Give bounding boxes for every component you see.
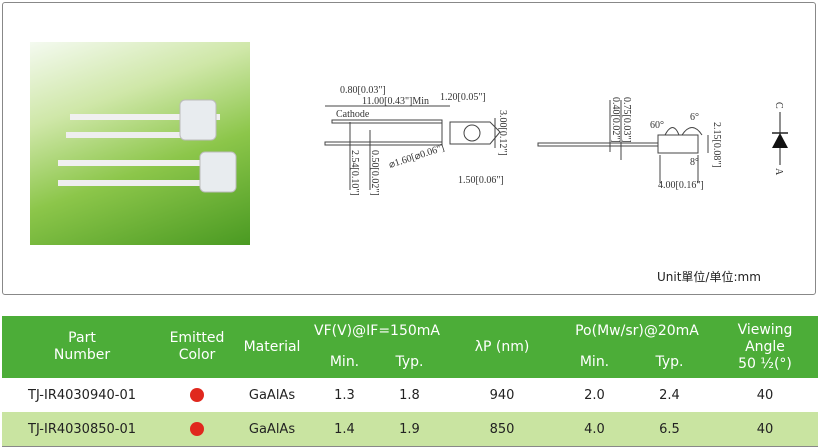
cathode-symbol-label: C [773,102,784,109]
dim-label: 0.50[0.02"] [369,150,380,196]
peak-wavelength: 940 [489,387,515,403]
vf-min: 1.4 [312,412,377,447]
po-min: 2.0 [584,387,605,403]
vf-typ: 1.9 [377,412,442,447]
material: GaAlAs [232,412,312,447]
emitted-color [162,378,232,412]
table-row: TJ-IR4030850-01 GaAlAs 1.4 1.9 850 4.0 6… [2,412,818,447]
dim-label: 3.00[0.12"] [497,110,508,156]
po-typ: 6.5 [627,412,712,447]
dim-label: 11.00[0.43"]Min [362,96,429,107]
viewing-angle: 40 [712,412,818,447]
color-dot-icon [190,422,204,436]
cathode-label: Cathode [336,109,370,120]
dim-label: 0.40[0.02"] [610,97,621,143]
header-po-min: Min. [562,346,627,378]
diode-symbol-icon: C A [772,102,788,176]
po-typ: 2.4 [659,387,680,403]
anode-symbol-label: A [773,168,784,176]
spec-drawing-panel [2,2,816,295]
vf-min: 1.3 [334,387,355,403]
dim-label: 60° [650,120,664,131]
dim-label: 2.15[0.08"] [711,122,722,168]
table-row: TJ-IR4030940-01 GaAlAs 1.3 1.8 940 2.0 2… [2,378,818,412]
viewing-angle: 40 [756,387,774,403]
po-min: 4.0 [562,412,627,447]
header-peak-wavelength: λP (nm) [442,316,562,378]
dim-label: ⌀1.60[⌀0.06"] [388,143,446,171]
peak-wavelength: 850 [442,412,562,447]
part-number: TJ-IR4030940-01 [28,387,136,403]
color-dot-icon [190,388,204,402]
emitted-color [162,412,232,447]
dim-label: 0.75[0.03"] [621,97,632,143]
dim-label: 8° [690,157,699,168]
led-photo-illustration [58,99,237,193]
header-po-typ: Typ. [627,346,712,378]
dim-label: 0.80[0.03"] [340,85,386,96]
top-view-drawing: 0.80[0.03"] 11.00[0.43"]Min 1.20[0.05"] … [324,85,508,196]
part-number: TJ-IR4030850-01 [2,412,162,447]
dim-label: 6° [690,112,699,123]
header-vf: VF(V)@IF=150mA [312,316,442,346]
vf-typ: 1.8 [399,387,420,403]
header-vf-min: Min. [312,346,377,378]
header-po: Po(Mw/sr)@20mA [562,316,712,346]
material: GaAlAs [248,387,296,403]
dim-label: 2.54[0.10"] [349,150,360,196]
product-photo [30,42,250,245]
dim-label: 1.20[0.05"] [440,92,486,103]
dim-label: 1.50[0.06"] [458,175,504,186]
header-material: Material [232,316,312,378]
dim-label: 4.00[0.16"] [658,180,704,190]
side-view-drawing: 0.40[0.02"] 0.75[0.03"] 60° 6° 8° 2.15[0… [537,97,788,190]
unit-note: Unit單位/单位:mm [657,270,761,284]
header-vf-typ: Typ. [377,346,442,378]
